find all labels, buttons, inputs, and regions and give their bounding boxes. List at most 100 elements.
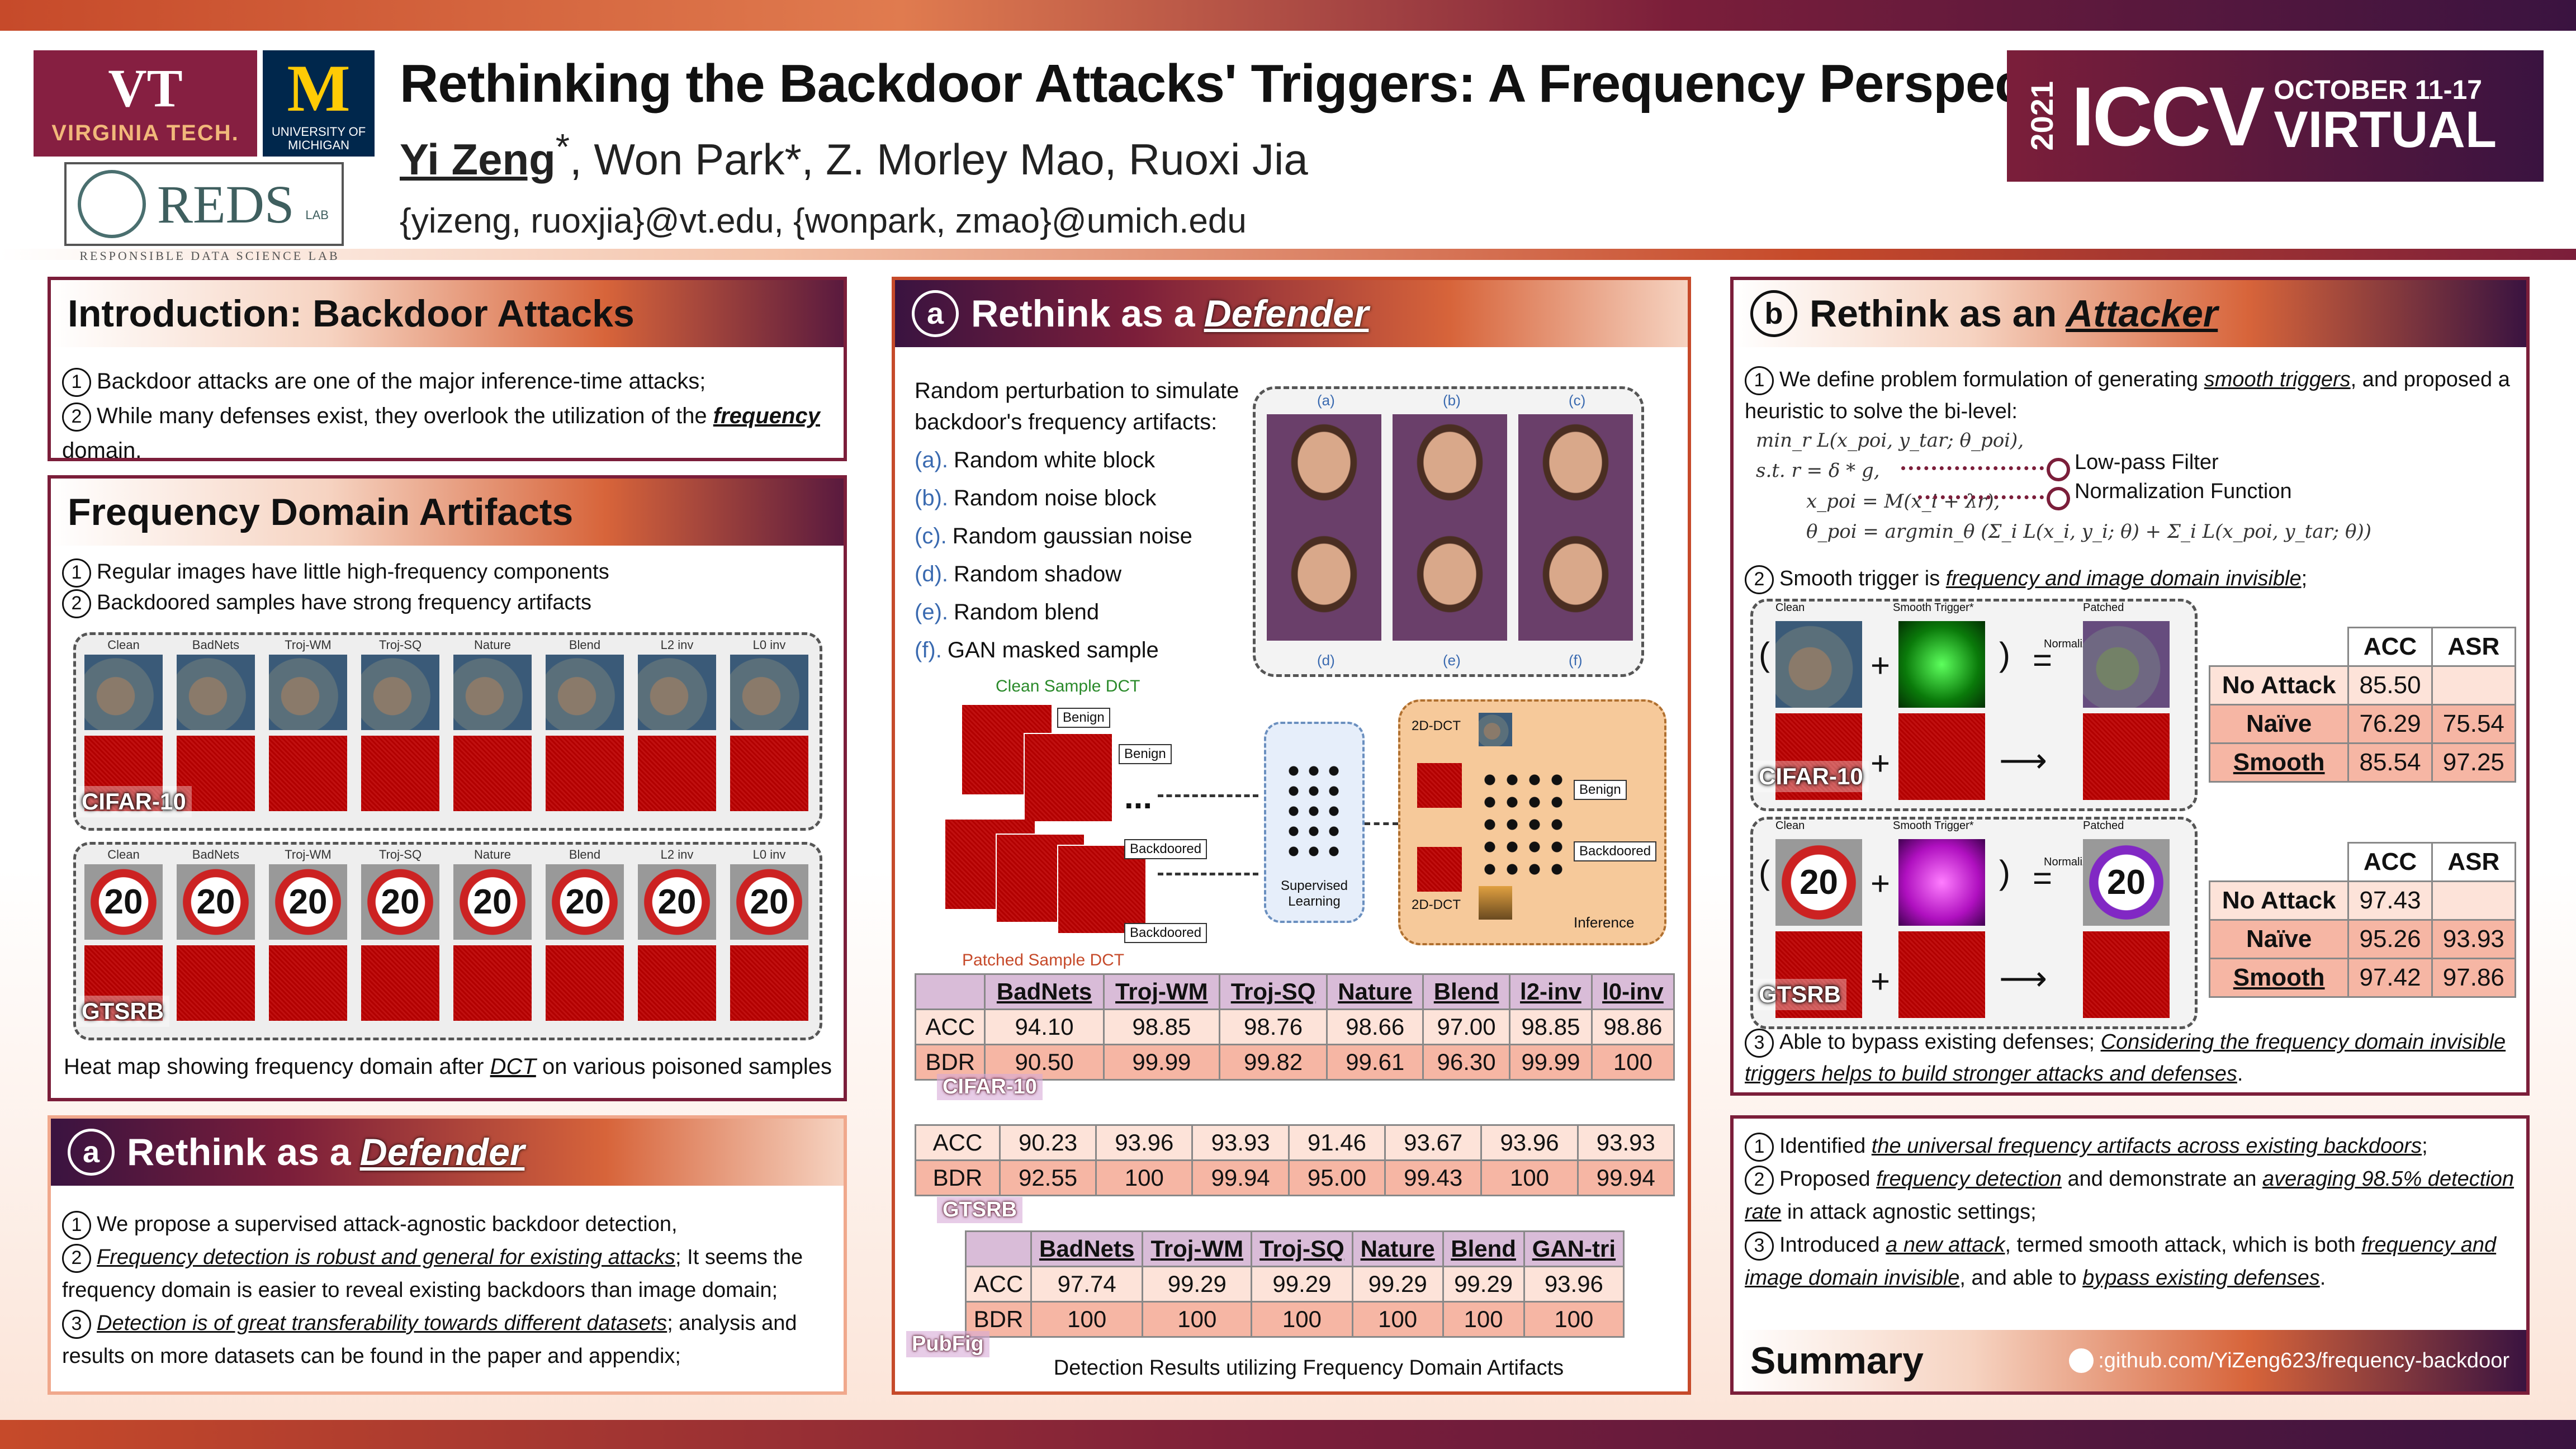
- attacker-b2-pre: Smooth trigger is: [1779, 567, 1946, 590]
- summary-b2-em: frequency detection: [1876, 1167, 2062, 1191]
- inference-box: 2D-DCT 2D-DCT Benign Backdoored Inferenc…: [1398, 699, 1666, 945]
- clean-dct-img-2: [1024, 733, 1113, 822]
- smooth-clean-dct: [1775, 931, 1862, 1018]
- attacker-b3-em: Considering the frequency domain invisib…: [1745, 1030, 2506, 1086]
- smooth-caption: Smooth Trigger*: [1893, 820, 1974, 832]
- first-author: Yi Zeng: [400, 135, 556, 184]
- intro-b2-post: domain.: [62, 438, 142, 463]
- table-cell: 91.46: [1287, 1124, 1386, 1161]
- artifacts-caption-post: on various poisoned samples: [536, 1054, 832, 1079]
- poster-title: Rethinking the Backdoor Attacks' Trigger…: [400, 54, 2115, 113]
- table-row-label: ACC: [965, 1266, 1032, 1303]
- clean-dct-label: Clean Sample DCT: [996, 677, 1140, 695]
- gtsrb-sample-image: 20: [361, 864, 439, 940]
- supervised-label: Supervised Learning: [1280, 878, 1348, 909]
- table-cell: 94.10: [984, 1008, 1105, 1045]
- table-cell: 100: [1030, 1301, 1144, 1338]
- github-url[interactable]: :github.com/YiZeng623/frequency-backdoor: [2098, 1348, 2509, 1372]
- table-cell: 96.30: [1422, 1044, 1510, 1081]
- table-cell: 100: [1590, 1044, 1675, 1081]
- cifar-label: CIFAR-10: [76, 786, 192, 817]
- gtsrb-dct-heatmap: [269, 945, 347, 1021]
- low-pass-label: Low-pass Filter: [2075, 451, 2219, 474]
- equation-1: min_r L(x_poi, y_tar; θ_poi),: [1756, 429, 2024, 452]
- table-cell: 98.85: [1508, 1008, 1593, 1045]
- smooth-caption: Smooth Trigger*: [1893, 602, 1974, 614]
- perturbation-value: Random white block: [954, 448, 1156, 472]
- gtsrb-dct-heatmap: [84, 945, 163, 1021]
- summary-b3-post: .: [2319, 1266, 2326, 1290]
- smooth-table-asr: [2431, 665, 2517, 705]
- gtsrb-col-caption: BadNets: [192, 847, 240, 861]
- reds-subtitle: RESPONSIBLE DATA SCIENCE LAB: [79, 249, 340, 263]
- face-image: [1518, 526, 1633, 641]
- table-cell: 100: [1442, 1301, 1525, 1338]
- smooth-operator: (: [1759, 854, 1770, 891]
- summary-b1-post: ;: [2422, 1134, 2428, 1158]
- table-col-header: Troj-WM: [1102, 973, 1220, 1010]
- summary-b3-em3: bypass existing defenses: [2082, 1266, 2320, 1290]
- smooth-table-header: ASR: [2431, 842, 2517, 882]
- smooth-table-row-label: Naïve: [2208, 919, 2350, 959]
- perturbation-key: (e).: [915, 600, 948, 624]
- smooth-operator: ⟶: [1999, 960, 2048, 997]
- attacker-title-em: Attacker: [2066, 292, 2218, 335]
- cifar-sample-image: [361, 655, 439, 730]
- smooth-table-asr: 97.25: [2431, 742, 2517, 783]
- github-link[interactable]: :github.com/YiZeng623/frequency-backdoor: [2069, 1348, 2509, 1373]
- detection-label-pubfig: PubFig: [906, 1331, 989, 1357]
- defender-left-b2-em: Frequency detection is robust and genera…: [97, 1245, 676, 1269]
- top-ribbon: [0, 0, 2576, 31]
- smooth-table-row-label: Smooth: [2208, 742, 2350, 783]
- summary-b1-em: the universal frequency artifacts across…: [1871, 1134, 2422, 1158]
- perturbation-item: (c).Random gaussian noise: [915, 517, 1250, 555]
- attacker-circle: b: [1750, 290, 1797, 337]
- summary-b3-mid2: , and able to: [1959, 1266, 2083, 1290]
- github-icon: [2069, 1348, 2094, 1373]
- table-col-header: Nature: [1326, 973, 1424, 1010]
- artifacts-caption-pre: Heat map showing frequency domain after: [63, 1054, 490, 1079]
- intro-b1: Backdoor attacks are one of the major in…: [97, 369, 706, 394]
- smooth-clean-image: [1775, 621, 1862, 708]
- detection-label-gtsrb: GTSRB: [937, 1197, 1022, 1223]
- cifar-col-caption: Troj-WM: [285, 638, 332, 652]
- summary-b2-em2: averaging 98.5% detection rate: [1745, 1167, 2515, 1224]
- iccv-mode: VIRTUAL: [2274, 101, 2497, 158]
- flow-arrow-3: [1365, 822, 1398, 825]
- reds-lab-word: LAB: [305, 208, 329, 222]
- gtsrb-col-caption: Troj-SQ: [378, 847, 422, 861]
- cifar-sample-image: [453, 655, 532, 730]
- table-cell: 93.96: [1095, 1124, 1194, 1161]
- attacker-b1-post: , and proposed a heuristic to solve the …: [1745, 368, 2510, 423]
- smooth-table-corner: [2210, 843, 2348, 882]
- defender-left-title-pre: Rethink as a: [127, 1131, 351, 1173]
- smooth-trigger-dct: [1898, 931, 1985, 1018]
- vt-text: VIRGINIA TECH.: [51, 120, 239, 145]
- gtsrb-dct-heatmap: [730, 945, 808, 1021]
- cifar-col-caption: Clean: [107, 638, 140, 652]
- dct2d-label-top: 2D-DCT: [1412, 718, 1461, 733]
- supervised-box: Supervised Learning: [1264, 722, 1365, 923]
- table-cell: 90.23: [998, 1124, 1097, 1161]
- gtsrb-col-caption: Blend: [569, 847, 601, 861]
- footer-ribbon: [0, 1420, 2576, 1449]
- artifacts-b2: Backdoored samples have strong frequency…: [97, 591, 592, 615]
- smooth-trigger-image: [1898, 839, 1985, 926]
- defender-left-circle: a: [68, 1129, 115, 1176]
- smooth-caption: Clean: [1775, 602, 1805, 614]
- summary-b3-pre: Introduced: [1779, 1233, 1886, 1257]
- perturbation-value: Random gaussian noise: [952, 524, 1192, 548]
- smooth-dataset-label: CIFAR-10: [1753, 761, 1869, 792]
- table-cell: 98.66: [1326, 1008, 1424, 1045]
- table-cell: 99.82: [1218, 1044, 1328, 1081]
- table-cell: 99.29: [1251, 1266, 1353, 1303]
